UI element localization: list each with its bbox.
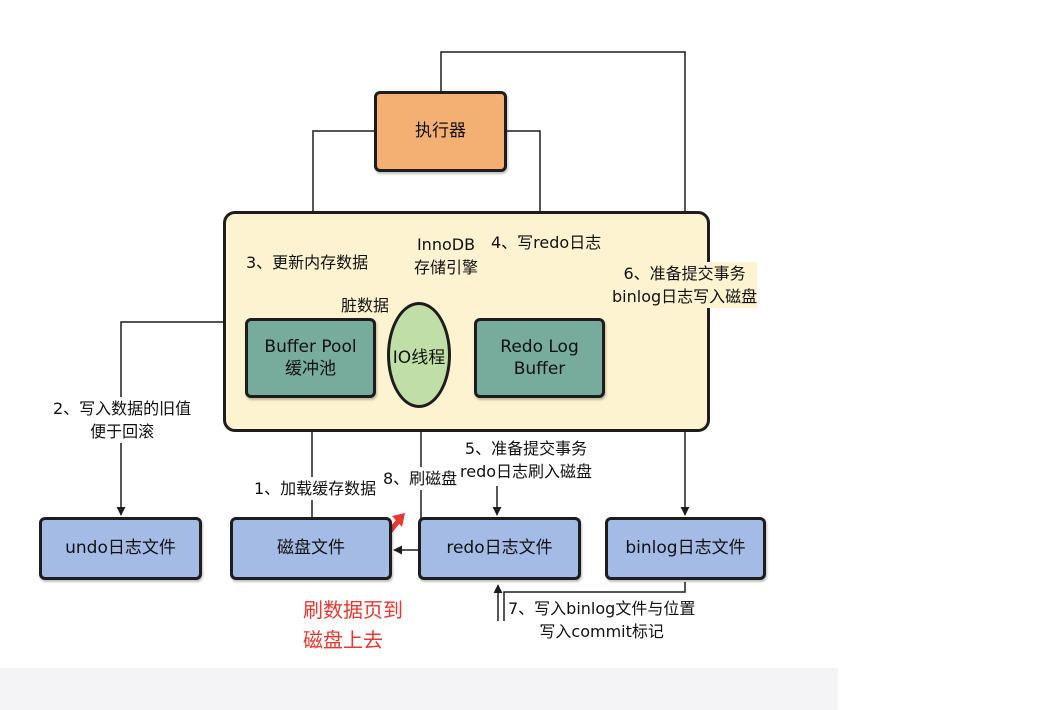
buffer-pool-sublabel: 缓冲池 xyxy=(284,359,336,379)
arrow-engine-to-undo xyxy=(116,321,223,516)
disk-file-box: 磁盘文件 xyxy=(230,517,392,580)
dirty-data-label: 脏数据 xyxy=(341,294,390,317)
buffer-pool-box: Buffer Pool 缓冲池 xyxy=(245,318,376,398)
step-5-label: 5、准备提交事务 redo日志刷入磁盘 xyxy=(460,437,593,483)
bottom-band xyxy=(0,668,838,710)
redo-log-buffer-box: Redo Log Buffer xyxy=(474,318,605,398)
io-thread-label: IO线程 xyxy=(392,347,446,368)
step-7-label: 7、写入binlog文件与位置 写入commit标记 xyxy=(508,597,696,643)
undo-log-file-box: undo日志文件 xyxy=(39,517,202,580)
step-1-label: 1、加载缓存数据 xyxy=(254,477,377,500)
disk-file-label: 磁盘文件 xyxy=(277,538,345,559)
executor-box: 执行器 xyxy=(374,91,507,172)
step-8-label: 8、刷磁盘 xyxy=(383,467,458,490)
redo-log-file-box: redo日志文件 xyxy=(418,517,581,580)
step-4-label: 4、写redo日志 xyxy=(491,231,602,254)
undo-log-file-label: undo日志文件 xyxy=(65,538,176,559)
redo-log-buffer-sublabel: Buffer xyxy=(513,359,566,379)
arrow-binlog-commit xyxy=(503,582,686,621)
redo-log-buffer-label: Redo Log xyxy=(500,336,579,357)
redo-log-file-label: redo日志文件 xyxy=(446,538,553,559)
binlog-file-box: binlog日志文件 xyxy=(605,517,766,580)
innodb-label: InnoDB 存储引擎 xyxy=(414,235,479,277)
step-2-label: 2、写入数据的旧值 便于回滚 xyxy=(53,397,192,443)
step-6-label: 6、准备提交事务 binlog日志写入磁盘 xyxy=(612,262,758,308)
step-3-label: 3、更新内存数据 xyxy=(246,251,369,274)
flush-annotation: 刷数据页到 磁盘上去 xyxy=(303,598,403,652)
binlog-file-label: binlog日志文件 xyxy=(625,538,746,559)
io-thread-node: IO线程 xyxy=(387,302,451,408)
buffer-pool-label: Buffer Pool xyxy=(264,336,357,357)
executor-label: 执行器 xyxy=(415,121,466,142)
